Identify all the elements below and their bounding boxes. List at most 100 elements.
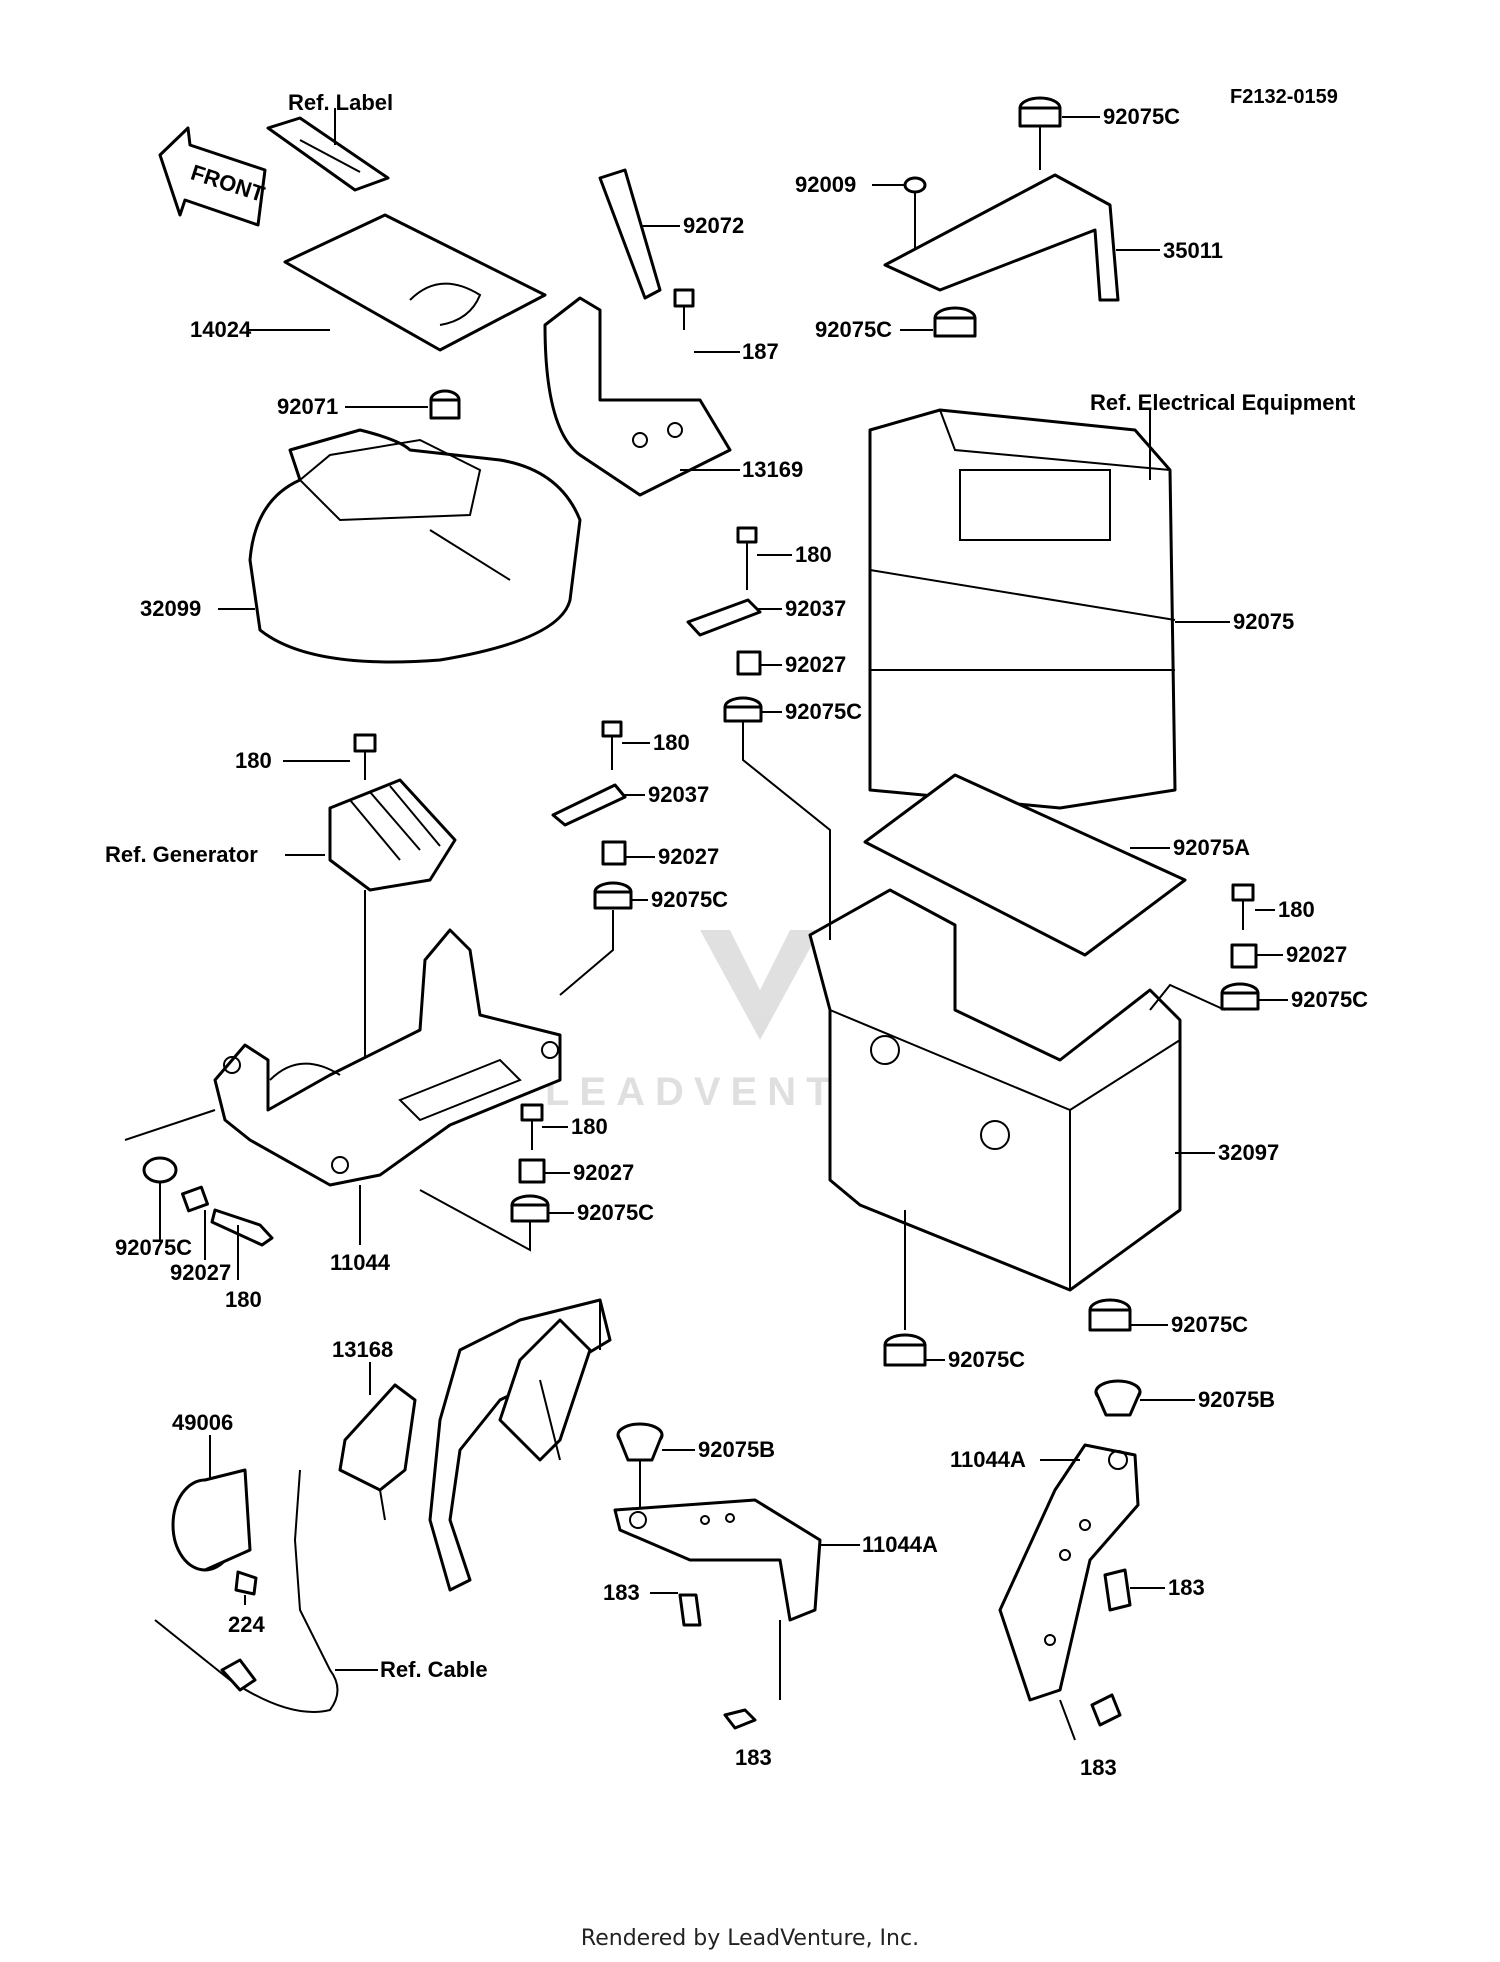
- part-92027-collar-lower: 92027: [518, 1158, 634, 1185]
- svg-text:92027: 92027: [658, 844, 719, 869]
- svg-text:180: 180: [795, 542, 832, 567]
- part-92075C-grommet-top: 92075C: [1018, 96, 1180, 170]
- svg-text:92037: 92037: [785, 596, 846, 621]
- svg-text:92071: 92071: [277, 394, 338, 419]
- part-92009-screw: 92009: [795, 172, 927, 265]
- svg-text:49006: 49006: [172, 1410, 233, 1435]
- part-183-bolt-center-b: 183: [723, 1620, 781, 1770]
- svg-text:11044A: 11044A: [950, 1447, 1026, 1472]
- part-92075C-grommet-case-left: 92075C: [883, 1210, 1025, 1372]
- part-92075C-grommet-bottom-left: 92075C: [115, 1109, 216, 1260]
- part-92027-collar-bottom-left: 92027: [170, 1185, 231, 1285]
- svg-text:92072: 92072: [683, 213, 744, 238]
- svg-text:92075B: 92075B: [698, 1437, 775, 1462]
- ref-cable: Ref. Cable: [154, 1469, 488, 1713]
- svg-text:11044: 11044: [330, 1250, 391, 1275]
- svg-text:32099: 32099: [140, 596, 201, 621]
- part-92027-collar-left: 92027: [601, 840, 719, 869]
- svg-text:92075: 92075: [1233, 609, 1294, 634]
- svg-text:92027: 92027: [785, 652, 846, 677]
- part-180-bolt-left-stack: 180: [601, 720, 690, 770]
- svg-text:92009: 92009: [795, 172, 856, 197]
- part-180-bolt-lower: 180: [520, 1103, 608, 1150]
- svg-text:92075B: 92075B: [1198, 1387, 1275, 1412]
- svg-text:11044A: 11044A: [862, 1532, 938, 1557]
- svg-text:92027: 92027: [1286, 942, 1347, 967]
- ref-generator-text: Ref. Generator: [105, 842, 258, 867]
- footer-credit: Rendered by LeadVenture, Inc.: [581, 1926, 919, 1951]
- svg-text:92027: 92027: [573, 1160, 634, 1185]
- svg-text:92027: 92027: [170, 1260, 231, 1285]
- svg-text:92075A: 92075A: [1173, 835, 1250, 860]
- svg-text:187: 187: [742, 339, 779, 364]
- svg-text:92075C: 92075C: [785, 699, 862, 724]
- svg-text:14024: 14024: [190, 317, 252, 342]
- ref-label-sticker: Ref. Label: [266, 90, 393, 192]
- svg-text:92075C: 92075C: [577, 1200, 654, 1225]
- part-180-bolt-center-top: 180: [736, 526, 832, 590]
- part-180-bolt-generator: 180: [235, 733, 377, 780]
- svg-text:180: 180: [225, 1287, 262, 1312]
- part-92075B-grommet-right: 92075B: [1094, 1379, 1275, 1417]
- part-183-bolt-right-b: 183: [1059, 1693, 1122, 1780]
- part-92027-collar-right: 92027: [1230, 942, 1347, 969]
- svg-text:183: 183: [603, 1580, 640, 1605]
- part-92075C-grommet-mid: 92075C: [815, 306, 977, 342]
- svg-text:180: 180: [1278, 897, 1315, 922]
- part-11044A-bracket-right: 11044A: [950, 1443, 1140, 1702]
- part-11044-bracket: 11044: [213, 928, 562, 1275]
- part-187-bolt: 187: [673, 288, 779, 364]
- svg-text:92075C: 92075C: [651, 887, 728, 912]
- part-183-bolt-right-a: 183: [1103, 1568, 1205, 1612]
- part-183-bolt-center-a: 183: [603, 1580, 702, 1627]
- svg-text:224: 224: [228, 1612, 265, 1637]
- svg-text:92037: 92037: [648, 782, 709, 807]
- svg-text:183: 183: [1080, 1755, 1117, 1780]
- svg-text:180: 180: [571, 1114, 608, 1139]
- svg-text:183: 183: [735, 1745, 772, 1770]
- part-14024-cover: 14024: [190, 213, 547, 352]
- svg-text:180: 180: [653, 730, 690, 755]
- part-11044A-bracket-center: 11044A: [613, 1498, 938, 1622]
- svg-text:92075C: 92075C: [815, 317, 892, 342]
- ref-generator-regulator: Ref. Generator: [105, 778, 457, 1065]
- front-arrow-icon: FRONT: [158, 126, 268, 227]
- part-92072-strap: 92072: [598, 168, 744, 300]
- part-224-screw: 224: [228, 1570, 265, 1637]
- svg-text:13169: 13169: [742, 457, 803, 482]
- part-92075-battery: 92075 Ref. Electrical Equipment: [868, 390, 1356, 810]
- svg-text:92075C: 92075C: [1291, 987, 1368, 1012]
- svg-text:92075C: 92075C: [948, 1347, 1025, 1372]
- part-49006-boot: 49006: [171, 1410, 252, 1572]
- part-92075A-pad: 92075A: [863, 773, 1250, 957]
- frame-section: [428, 1298, 612, 1592]
- part-13169-bracket: 13169: [543, 296, 803, 497]
- part-35011-bracket: 35011: [883, 173, 1223, 302]
- part-92037-plate-left: 92037: [551, 782, 709, 827]
- ref-label-text: Ref. Label: [288, 90, 393, 115]
- part-92075C-grommet-left-stack: 92075C: [559, 881, 728, 996]
- part-92075C-grommet-center: 92075C: [723, 696, 862, 940]
- part-92071-grommet: 92071: [277, 389, 461, 420]
- part-92075C-grommet-right: 92075C: [1149, 982, 1368, 1012]
- part-92075B-grommet-center: 92075B: [616, 1422, 775, 1510]
- svg-text:92075C: 92075C: [1103, 104, 1180, 129]
- svg-text:13168: 13168: [332, 1337, 393, 1362]
- svg-text:92075C: 92075C: [115, 1235, 192, 1260]
- svg-text:92075C: 92075C: [1171, 1312, 1248, 1337]
- part-180-bolt-right: 180: [1231, 883, 1315, 930]
- svg-text:35011: 35011: [1163, 238, 1223, 263]
- svg-text:183: 183: [1168, 1575, 1205, 1600]
- ref-electrical-text: Ref. Electrical Equipment: [1090, 390, 1356, 415]
- svg-text:180: 180: [235, 748, 272, 773]
- part-92075C-grommet-case-right: 92075C: [1088, 1298, 1248, 1337]
- part-92037-plate-center: 92037: [686, 596, 846, 637]
- ref-cable-text: Ref. Cable: [380, 1657, 488, 1682]
- part-180-bolt-bottom-left: 180: [210, 1208, 274, 1312]
- part-32097-case: 32097: [808, 888, 1279, 1292]
- part-92075C-grommet-lower: 92075C: [419, 1189, 654, 1252]
- part-92027-collar-center: 92027: [736, 650, 846, 677]
- part-13168-holder: 13168: [332, 1337, 417, 1521]
